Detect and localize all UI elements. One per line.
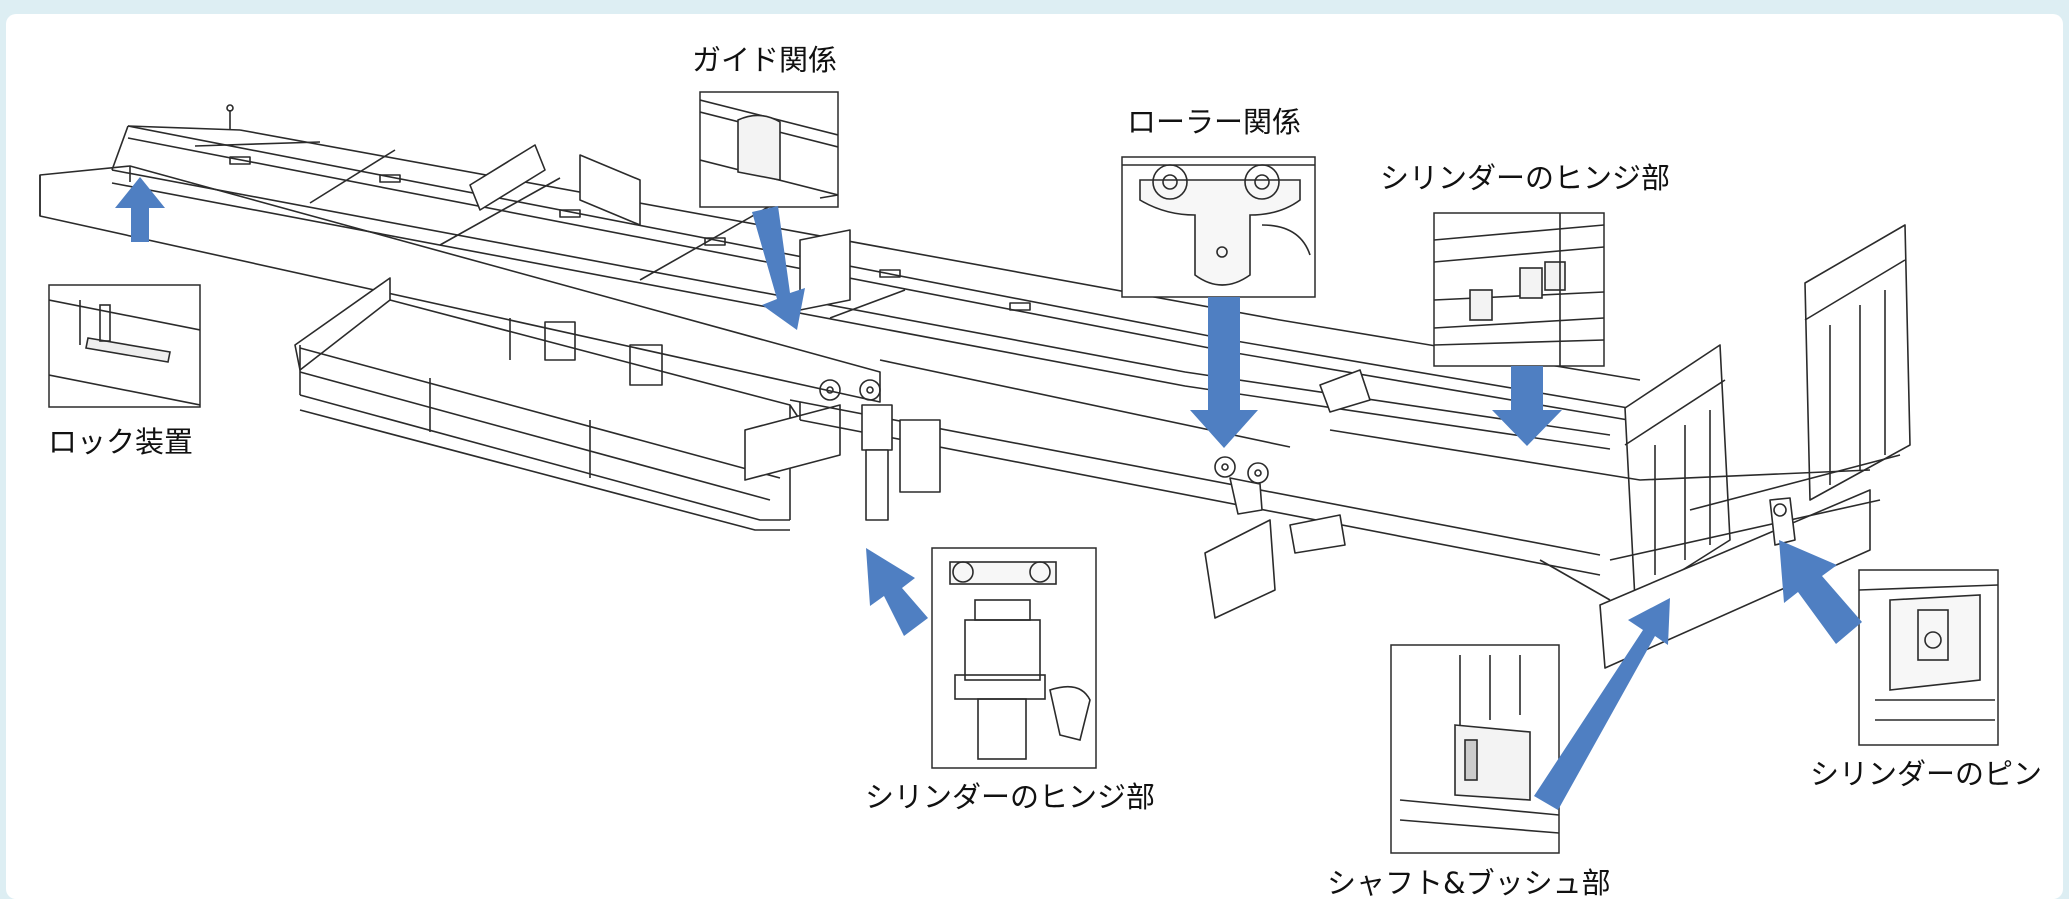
label-guide: ガイド関係 [692, 43, 837, 77]
right-gate-left [1624, 344, 1731, 601]
inset-cylinder-hinge-lower [931, 547, 1097, 769]
label-cylinder-hinge-upper: シリンダーのヒンジ部 [1380, 161, 1670, 195]
arrow-icon [866, 548, 928, 636]
inset-cylinder-hinge-upper [1433, 212, 1605, 367]
right-gate-right [1804, 224, 1911, 501]
label-cylinder-pin: シリンダーのピン [1810, 757, 2042, 791]
inset-roller [1121, 156, 1316, 298]
arrow-icon [115, 177, 1862, 810]
label-cylinder-hinge-lower: シリンダーのヒンジ部 [865, 780, 1155, 814]
arrow-icon [1492, 366, 1562, 446]
arrow-icon [115, 177, 165, 242]
mid-bracket [1204, 514, 1346, 619]
hydraulic-cylinder [861, 404, 941, 521]
inset-guide [699, 91, 839, 208]
inset-cylinder-pin [1858, 569, 1999, 746]
arrow-icon [1534, 598, 1670, 810]
top-brackets [469, 144, 1371, 413]
inset-lock-device [48, 284, 201, 408]
arrow-icon [1190, 297, 1258, 448]
label-shaft-bush: シャフト&ブッシュ部 [1327, 866, 1611, 899]
label-lock-device: ロック装置 [48, 425, 193, 459]
inset-shaft-bush [1390, 644, 1560, 854]
arrow-icon [1779, 540, 1862, 644]
arrow-icon [752, 206, 805, 330]
label-roller: ローラー関係 [1127, 105, 1301, 139]
